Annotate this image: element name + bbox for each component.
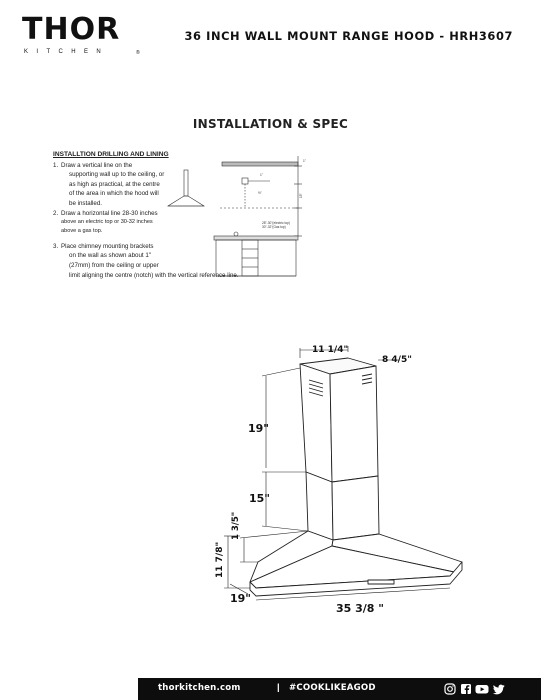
pot-shape (233, 231, 239, 237)
instruction-step-2: 2. Draw a horizontal line 28-30 inches a… (53, 209, 253, 236)
dim-hood-height: 11 7/8" (215, 542, 225, 578)
logo-wordmark: THOR (22, 12, 121, 47)
dim-lower-chimney: 15" (249, 492, 270, 505)
countertop-shape (213, 235, 299, 241)
chimney-vent-slots (308, 373, 373, 397)
step-line: on the wall as shown about 1" (69, 252, 151, 260)
instagram-icon[interactable] (444, 683, 456, 695)
hood-bottom-rim (249, 561, 463, 597)
installation-diagram: 1" 1" ½" 15" 28"-30"(electric top) 30"-3… (166, 156, 306, 277)
step-number: 3. (53, 242, 59, 250)
step-line: supporting wall up to the ceiling, or (69, 171, 165, 179)
page-header: THOR KITCHEN ® 36 INCH WALL MOUNT RANGE … (0, 0, 541, 70)
logo-subtitle: KITCHEN (24, 49, 110, 55)
hood-canopy-shape (166, 195, 206, 207)
dim-hood-edge: 1 3/5" (231, 512, 241, 540)
step-line: as high as practical, at the centre (69, 180, 160, 188)
footer-hashtag: #COOKLIKEAGOD (289, 683, 376, 693)
dim-depth: 19" (230, 592, 251, 605)
footer-website[interactable]: thorkitchen.com (158, 683, 241, 693)
ceiling-block (221, 161, 299, 167)
bracket-shape (241, 177, 249, 185)
document-title: 36 INCH WALL MOUNT RANGE HOOD - HRH3607 (184, 29, 513, 43)
upper-chimney-right (329, 365, 379, 483)
footer-separator: | (277, 682, 280, 693)
page-footer: thorkitchen.com | #COOKLIKEAGOD (138, 678, 541, 700)
width-dim (255, 587, 451, 601)
label-small-gap: ½" (258, 191, 262, 195)
label-mid: 15" (299, 193, 303, 198)
step-line: be installed. (69, 199, 103, 207)
step-line: above a gas top. (61, 227, 103, 234)
dim-upper-chimney: 19" (248, 422, 269, 435)
step-line: Draw a horizontal line 28-30 inches (61, 209, 158, 217)
dim-top-depth: 8 4/5" (382, 355, 412, 365)
section-title: INSTALLATION & SPEC (192, 117, 349, 131)
label-range-electric: 28"-30"(electric top) (262, 221, 290, 225)
lower-chimney-right (331, 475, 380, 541)
label-side-gap: 1" (260, 173, 263, 177)
instructions-heading: INSTALLTION DRILLING AND LINING (53, 151, 169, 158)
facebook-icon[interactable] (460, 683, 472, 695)
twitter-icon[interactable] (493, 683, 505, 695)
dim-top-width: 11 1/4" (312, 345, 348, 355)
installation-instructions: INSTALLTION DRILLING AND LINING 1. Draw … (53, 150, 253, 280)
label-top-gap: 1" (303, 159, 306, 163)
instruction-step-3: 3. Place chimney mounting brackets on th… (53, 242, 253, 280)
step-line: limit aligning the centre (notch) with t… (69, 271, 239, 279)
label-range-gas: 30"-32"(Gas top) (262, 225, 286, 229)
step-line: of the area in which the hood will (69, 190, 159, 198)
depth-dim (229, 583, 249, 595)
thor-kitchen-logo: THOR KITCHEN ® (22, 14, 142, 58)
lower-chimney-left (305, 471, 334, 541)
hood-dimension-diagram: 11 1/4" 8 4/5" 19" 15" 1 3/5" 11 7/8" 19… (215, 345, 463, 615)
step-number: 2. (53, 209, 59, 217)
instruction-step-1: 1. Draw a vertical line on the supportin… (53, 161, 253, 209)
step-number: 1. (53, 161, 59, 169)
logo-registered-mark: ® (136, 50, 140, 56)
control-panel (367, 579, 395, 585)
youtube-icon[interactable] (475, 683, 489, 695)
step-line: Draw a vertical line on the (61, 161, 133, 169)
dim-width: 35 3/8 " (336, 602, 384, 615)
step-line: above an electric top or 30-32 inches (61, 219, 153, 226)
step-line: (27mm) from the ceiling or upper (69, 261, 159, 269)
hood-chimney-shape (183, 169, 189, 197)
step-line: Place chimney mounting brackets (61, 242, 154, 250)
